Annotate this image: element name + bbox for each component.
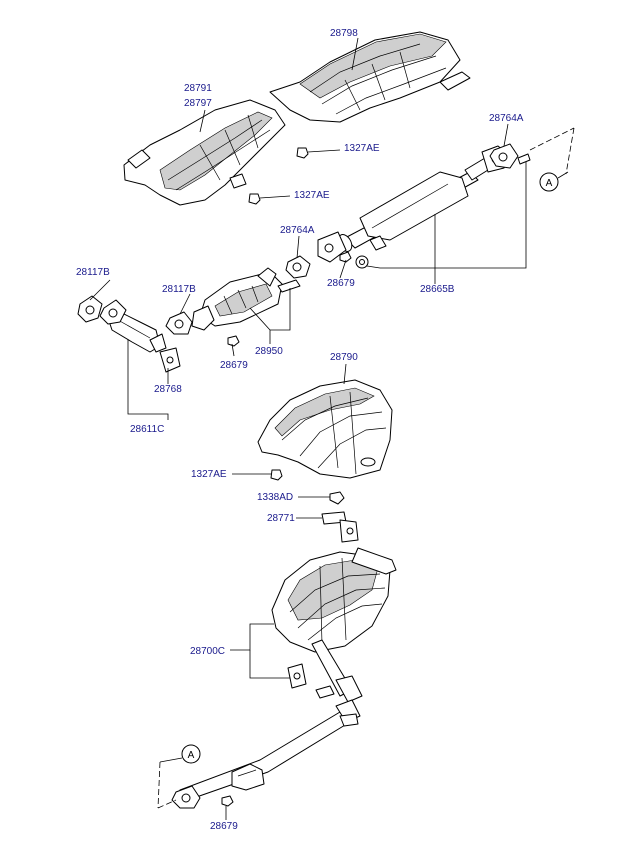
label-28679-b: 28679 [220,360,248,371]
label-1338ad: 1338AD [257,492,293,503]
label-1327ae-c: 1327AE [191,469,227,480]
label-28797: 28797 [184,98,212,109]
label-28764a-top: 28764A [489,113,524,124]
ref-a-bottom: A [181,744,201,764]
label-1327ae-b: 1327AE [294,190,330,201]
label-28665b: 28665B [420,284,455,295]
tail-pipe [171,699,361,809]
main-muffler-28700c [271,547,397,703]
nut-28679-c [221,795,234,807]
leader-lines [89,37,569,820]
gasket-28764a-top [489,143,519,169]
gasket-28117b-left [77,295,103,323]
label-28679-c: 28679 [210,821,238,832]
dashed-connectors [157,127,575,809]
label-28611c: 28611C [130,424,164,435]
label-28950: 28950 [255,346,283,357]
ref-a-bottom-text: A [188,750,195,761]
gasket-28117b-mid [165,311,193,335]
heat-shield-28790 [257,379,393,479]
label-28798: 28798 [330,28,358,39]
gasket-28764a-mid [285,255,311,279]
rubber-hanger-lower [287,663,335,699]
heat-shield-28791 [123,99,286,206]
hanger-bracket-28771 [321,511,359,543]
label-28790: 28790 [330,352,358,363]
ref-a-top-text: A [546,178,553,189]
nut-28679-b [227,335,240,347]
heat-shield-28798 [269,31,471,123]
ref-a-top: A [539,172,559,192]
nut-1338ad [329,491,345,505]
label-28700c: 28700C [190,646,225,657]
label-28117b-mid: 28117B [162,284,196,295]
hanger-28768 [159,347,181,373]
label-28771: 28771 [267,513,295,524]
bolt-1327ae-b [248,193,261,205]
rubber-hanger-mid [355,255,369,269]
nut-28679-a [339,251,352,263]
catalytic-converter-28950 [191,267,301,331]
label-28679-a: 28679 [327,278,355,289]
label-28764a-mid: 28764A [280,225,315,236]
label-1327ae-a: 1327AE [344,143,380,154]
label-28791: 28791 [184,83,212,94]
label-28768: 28768 [154,384,182,395]
bolt-1327ae-a [296,147,309,159]
bolt-1327ae-c [270,469,283,481]
part-labels: 28798 28791 28797 28764A 1327AE 1327AE 2… [76,28,524,832]
label-28117b-left: 28117B [76,267,110,278]
front-pipe-28611c [99,299,167,353]
